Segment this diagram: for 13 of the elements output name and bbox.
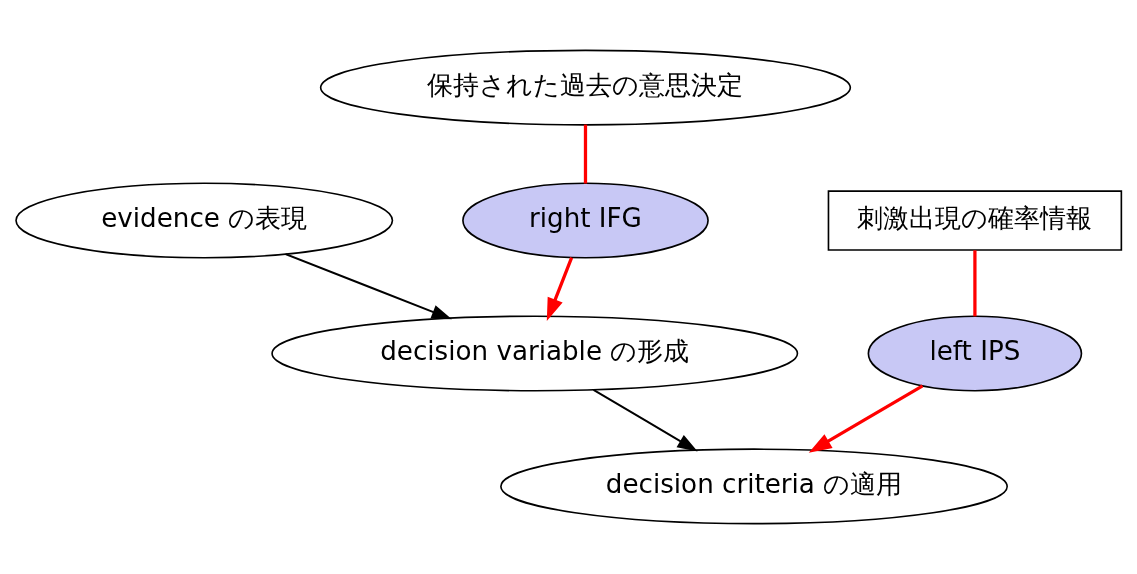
- node-ellipse: 保持された過去の意思決定: [319, 49, 852, 126]
- connector: [583, 124, 588, 184]
- node-ellipse: evidence の表現: [15, 182, 394, 259]
- arrow: [808, 384, 924, 453]
- node-box: 刺激出現の確率情報: [827, 190, 1123, 251]
- node-ellipse: right IFG: [462, 182, 709, 259]
- node-ellipse: decision criteria の適用: [500, 448, 1008, 525]
- arrow: [546, 257, 574, 322]
- arrow: [592, 388, 698, 452]
- connector: [973, 250, 977, 317]
- node-ellipse: left IPS: [867, 315, 1083, 392]
- arrow: [284, 253, 452, 320]
- node-ellipse: decision variable の形成: [271, 315, 799, 392]
